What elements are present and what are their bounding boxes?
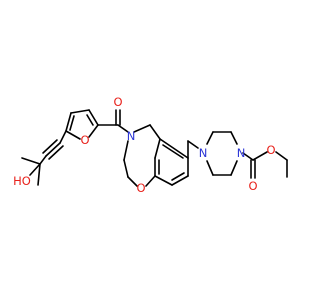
alkyne-triple-c bbox=[48, 145, 64, 160]
chemical-structure: HO O O N O N N O O bbox=[13, 95, 288, 195]
furan-oxygen-label: O bbox=[80, 133, 89, 147]
pip-bond-c6-n1 bbox=[206, 160, 214, 176]
atom-labels: HO O O N O N N O O bbox=[13, 95, 275, 195]
bond-n4-carbamate bbox=[242, 152, 254, 161]
piperazine-n4-label: N bbox=[237, 146, 246, 160]
oxazepine-o-ar bbox=[145, 175, 156, 187]
bond-quatC-alkyne bbox=[39, 155, 47, 165]
ring-oxygen-label: O bbox=[136, 181, 145, 195]
ester-oxygen-label: O bbox=[266, 143, 275, 157]
bond-ch2-pip-n bbox=[187, 140, 199, 149]
bond-alkyne-furan bbox=[59, 130, 67, 144]
furan-bond-c3-c2-inner bbox=[86, 114, 94, 126]
furan-bond-o-c5 bbox=[65, 130, 81, 140]
pip-bond-c3-n4 bbox=[230, 131, 238, 145]
furan-bond-c5-c4 bbox=[65, 112, 72, 132]
oxazepine-ch2-ch2 bbox=[123, 159, 129, 178]
hydroxyl-label: HO bbox=[13, 174, 31, 188]
benzene-bond-6 bbox=[159, 138, 189, 159]
bond-carbamate-o bbox=[252, 151, 268, 161]
carbonyl-oxygen-label: O bbox=[113, 95, 122, 109]
benzene-bond-3 bbox=[154, 175, 173, 186]
bond-quatC-methyl1 bbox=[21, 157, 41, 165]
alkyne-triple-b bbox=[42, 139, 58, 154]
benzene-bond-6-inner bbox=[162, 144, 184, 159]
piperazine-n1-label: N bbox=[199, 146, 208, 160]
bond-quatC-OH bbox=[29, 163, 41, 176]
furan-bond-c4-c3 bbox=[70, 109, 90, 114]
pip-bond-n1-c2 bbox=[206, 131, 214, 145]
furan-bond-c3-c2 bbox=[88, 109, 99, 126]
oxazepine-n-ch2-top bbox=[133, 124, 151, 133]
furan-bond-c5-c4-inner bbox=[69, 115, 75, 131]
alkyne-triple-a bbox=[45, 142, 61, 157]
bond-quatC-methyl2 bbox=[37, 163, 41, 186]
pip-bond-n4-c5 bbox=[230, 160, 238, 176]
oxazepine-ch2-top-ar bbox=[149, 124, 161, 140]
oxazepine-ch2-o bbox=[127, 176, 138, 187]
bond-carbonyl-n bbox=[117, 124, 129, 133]
amide-nitrogen-label: N bbox=[127, 129, 136, 143]
oxazepine-n-ch2-left bbox=[123, 140, 129, 161]
benzene-bond-4-inner bbox=[171, 172, 185, 181]
bonds bbox=[21, 109, 288, 187]
furan-bond-c2-o bbox=[88, 124, 99, 138]
benzene-bond-1 bbox=[154, 138, 161, 159]
bond-o-ch2 bbox=[275, 151, 288, 161]
ester-carbonyl-oxygen-label: O bbox=[248, 179, 257, 193]
benzene-bond-4 bbox=[171, 175, 189, 186]
